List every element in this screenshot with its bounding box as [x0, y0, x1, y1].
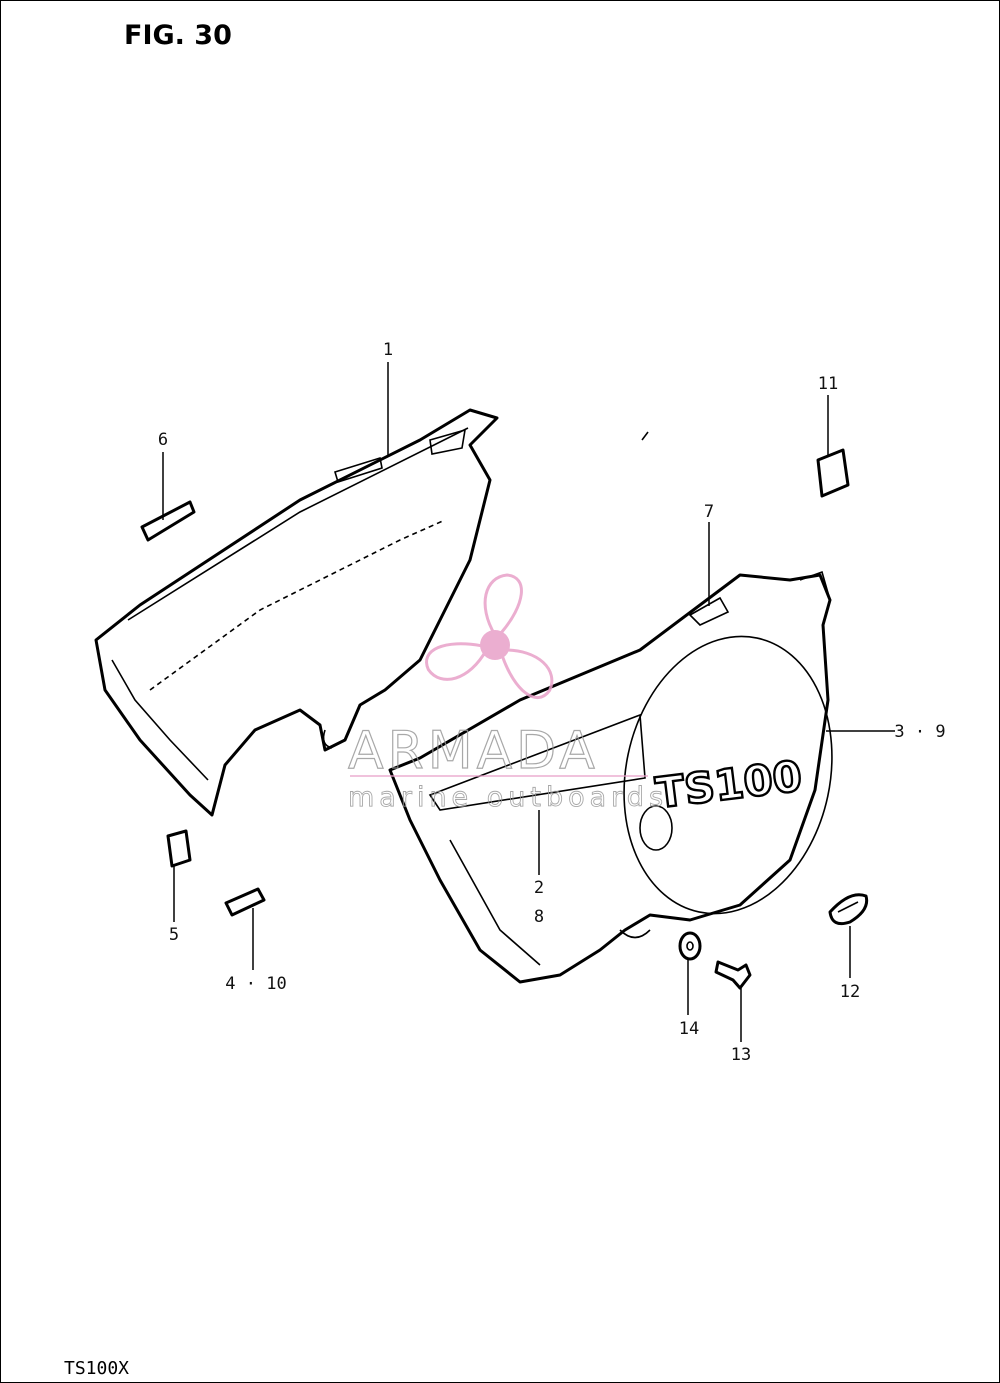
callout-12: 12	[840, 982, 860, 1002]
callout-1: 1	[383, 340, 393, 360]
callout-4-10: 4 · 10	[225, 974, 286, 994]
part-5-cushion	[166, 829, 192, 868]
watermark: ARMADA marine outboards	[347, 573, 668, 813]
callout-2: 2	[534, 878, 544, 898]
part-6-grommet	[140, 500, 196, 542]
part-12-emblem	[828, 893, 869, 926]
model-code: TS100X	[64, 1358, 129, 1379]
callout-5: 5	[169, 925, 179, 945]
leader-lines	[162, 362, 895, 1042]
callout-labels: 1 6 11 7 3 · 9 2 8 5 4 · 10 14 13 12	[158, 340, 946, 1065]
stray-mark	[641, 431, 649, 441]
figure-title: FIG. 30	[124, 20, 232, 51]
right-side-cover: TS100	[388, 570, 833, 984]
part-11-pad	[816, 448, 850, 498]
part-14-washer	[678, 931, 702, 961]
callout-6: 6	[158, 430, 168, 450]
left-frame-cover	[94, 408, 499, 817]
callout-14: 14	[679, 1019, 699, 1039]
watermark-brand: ARMADA	[348, 721, 599, 781]
callout-13: 13	[731, 1045, 751, 1065]
callout-11: 11	[818, 374, 838, 394]
part-4-clip	[224, 887, 266, 917]
propeller-icon	[425, 573, 554, 700]
callout-7: 7	[704, 502, 714, 522]
callout-3-9: 3 · 9	[894, 722, 945, 742]
watermark-tagline: marine outboards	[348, 782, 668, 813]
part-13-screw	[714, 960, 752, 990]
callout-8: 8	[534, 907, 544, 927]
